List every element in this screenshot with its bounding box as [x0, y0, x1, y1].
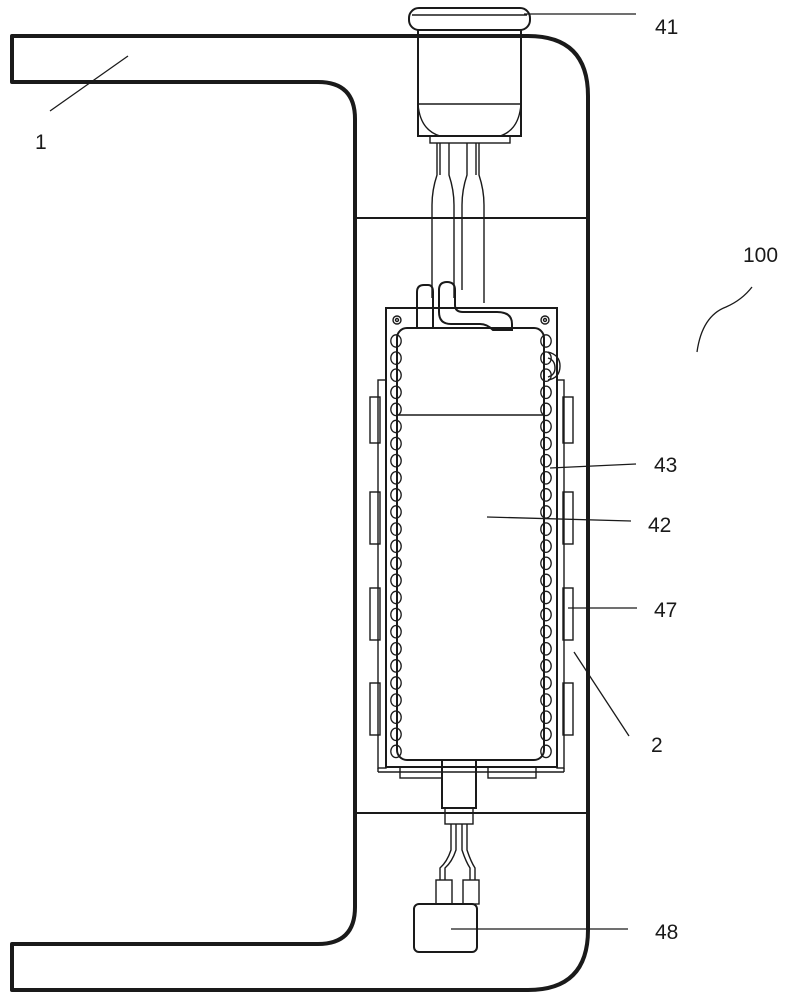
label-47: 47: [654, 599, 677, 622]
coil-right-bead: [541, 643, 551, 655]
leader-42: [487, 517, 631, 521]
coil-right-bead: [541, 437, 551, 449]
leader-2: [574, 652, 629, 736]
bottom-connector: [414, 904, 477, 952]
coil-carrier: [378, 308, 564, 772]
coil-right-bead: [541, 677, 551, 689]
label-2: 2: [651, 734, 663, 757]
coil-right-bead: [541, 403, 551, 415]
label-1: 1: [35, 131, 47, 154]
frame-outline: [12, 36, 588, 990]
leader-lines: [50, 14, 637, 929]
coil-right-bead: [541, 489, 551, 501]
coil-right-bead: [541, 660, 551, 672]
coil-right-bead: [541, 335, 551, 347]
coil-right-bead: [541, 694, 551, 706]
coil-right-bead: [541, 728, 551, 740]
coil-right-bead: [541, 557, 551, 569]
label-43: 43: [654, 454, 677, 477]
coil-right-bead: [541, 608, 551, 620]
label-42: 42: [648, 514, 671, 537]
cap-connector: [409, 8, 530, 143]
leader-43: [550, 464, 636, 468]
heating-coil-right: [541, 335, 551, 758]
coil-right-bead: [541, 386, 551, 398]
coil-right-bead: [541, 626, 551, 638]
tank: [397, 328, 544, 760]
coil-right-bead: [541, 455, 551, 467]
coil-right-bead: [541, 506, 551, 518]
label-100: 100: [743, 244, 778, 267]
coil-right-bead: [541, 591, 551, 603]
tank-inlet-fittings: [417, 282, 560, 380]
upper-cables: [432, 143, 484, 303]
assembly-indicator-curve: [697, 287, 752, 352]
bottom-grommet: [400, 760, 536, 904]
label-48: 48: [655, 921, 678, 944]
coil-right-bead: [541, 711, 551, 723]
coil-right-bead: [541, 523, 551, 535]
label-41: 41: [655, 16, 678, 39]
coil-right-bead: [541, 420, 551, 432]
coil-right-bead: [541, 574, 551, 586]
coil-right-bead: [541, 540, 551, 552]
coil-right-bead: [541, 472, 551, 484]
